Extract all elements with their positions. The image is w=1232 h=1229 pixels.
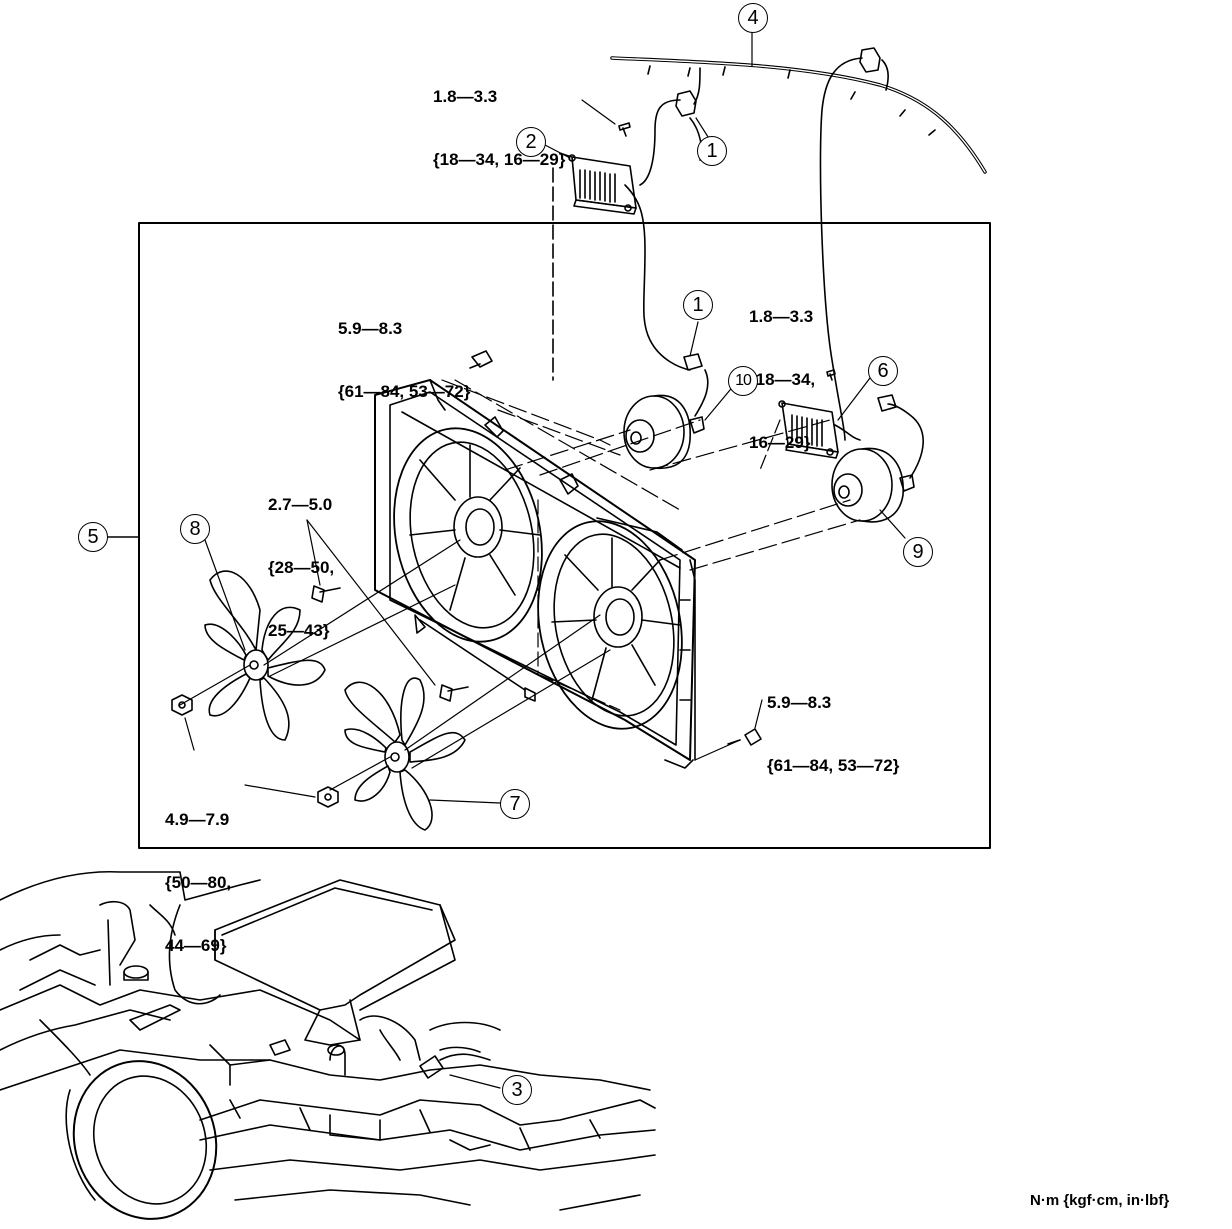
torque-spec-motor-bolts: 2.7—5.0 {28—50, 25—43} — [268, 452, 334, 662]
torque-leaders — [306, 519, 763, 729]
callout-5: 5 — [78, 522, 108, 552]
torque-spec-line: 5.9—8.3 — [767, 693, 832, 712]
torque-spec-line: {18—34, 16—29} — [433, 150, 566, 169]
callout-1-lower: 1 — [683, 290, 713, 320]
fan-blade-upper — [179, 539, 461, 741]
fan-motor-left — [623, 353, 709, 470]
bolts — [311, 350, 762, 746]
torque-spec-line: 5.9—8.3 — [338, 319, 403, 338]
torque-spec-line: 44—69} — [165, 936, 227, 955]
callout-6: 6 — [868, 356, 898, 386]
callout-9: 9 — [903, 537, 933, 567]
assembly-frame — [138, 222, 991, 849]
callout-8: 8 — [180, 514, 210, 544]
callout-10: 10 — [728, 366, 758, 396]
callout-3: 3 — [502, 1075, 532, 1105]
torque-spec-line: {18—34, — [749, 370, 816, 389]
torque-spec-line: {61—84, 53—72} — [338, 382, 471, 401]
torque-units-label: N·m {kgf·cm, in·lbf} — [1030, 1192, 1170, 1209]
fan-blade-lower — [329, 614, 611, 831]
callout-2: 2 — [516, 127, 546, 157]
torque-spec-line: 25—43} — [268, 621, 330, 640]
bolt-top — [618, 122, 631, 137]
callout-1-upper: 1 — [697, 136, 727, 166]
fan-shroud — [374, 379, 696, 769]
callout-7: 7 — [500, 789, 530, 819]
torque-spec-line: 4.9—7.9 — [165, 810, 230, 829]
torque-spec-line: 2.7—5.0 — [268, 495, 333, 514]
torque-spec-line: {61—84, 53—72} — [767, 756, 900, 775]
torque-spec-fan-nuts: 4.9—7.9 {50—80, 44—69} — [165, 767, 231, 977]
torque-spec-lower-controller: 1.8—3.3 {18—34, 16—29} — [749, 264, 815, 474]
torque-spec-shroud-upper: 5.9—8.3 {61—84, 53—72} — [338, 276, 470, 423]
wiring-harness — [610, 30, 987, 174]
torque-spec-line: {28—50, — [268, 558, 335, 577]
torque-spec-upper-controller: 1.8—3.3 {18—34, 16—29} — [433, 44, 565, 191]
torque-spec-line: 1.8—3.3 — [749, 307, 814, 326]
torque-spec-line: {50—80, — [165, 873, 232, 892]
nuts — [171, 694, 339, 808]
torque-spec-line: 1.8—3.3 — [433, 87, 498, 106]
torque-spec-line: 16—29} — [749, 433, 811, 452]
fan-motor-right — [831, 394, 924, 523]
fan-controller-upper — [559, 152, 691, 371]
engine-bay-sketch — [0, 870, 656, 1220]
callout-4: 4 — [738, 3, 768, 33]
fan-controller-lower — [778, 369, 861, 459]
torque-spec-shroud-lower: 5.9—8.3 {61—84, 53—72} — [767, 650, 899, 797]
